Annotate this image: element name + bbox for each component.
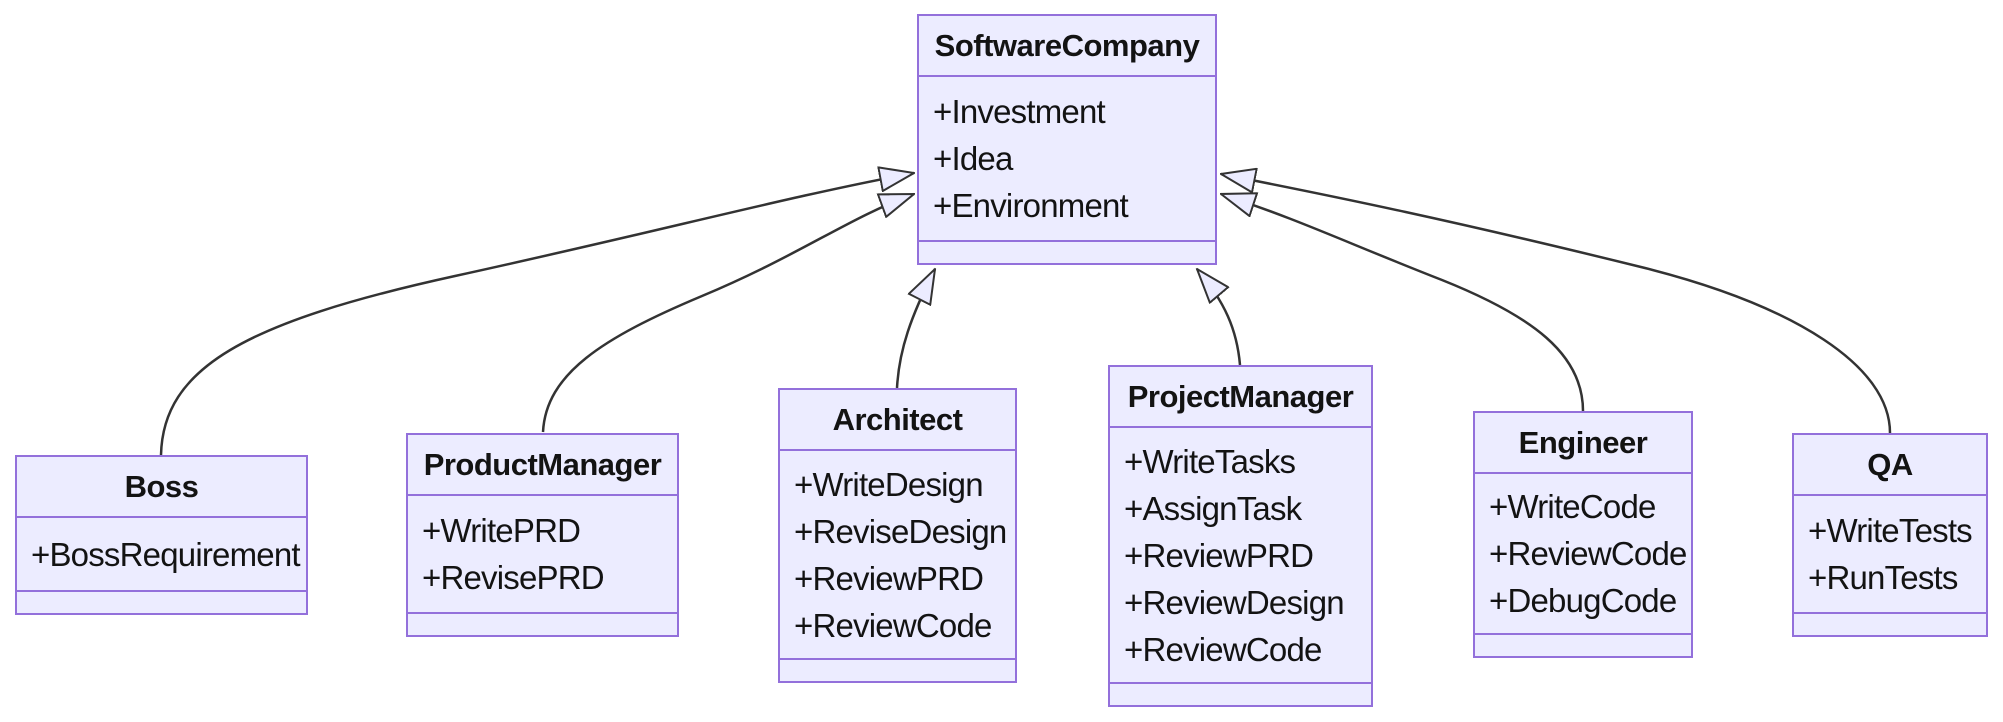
class-attribute: +AssignTask (1124, 489, 1302, 527)
class-boss: Boss +BossRequirement (15, 455, 308, 615)
edge-boss-to-softwarecompany (159, 173, 914, 456)
class-methods-empty (408, 612, 677, 635)
class-projectmanager: ProjectManager +WriteTasks +AssignTask +… (1108, 365, 1373, 707)
class-attribute: +ReviewPRD (1124, 536, 1314, 574)
class-title: Architect (780, 390, 1015, 451)
class-title: QA (1794, 435, 1986, 496)
class-methods-empty (1110, 682, 1371, 705)
class-attribute: +WritePRD (422, 512, 581, 549)
class-attribute: +ReviseDesign (794, 512, 1007, 550)
class-title: ProjectManager (1110, 367, 1371, 428)
edge-architect-to-softwarecompany (895, 269, 935, 389)
edge-projectmanager-to-softwarecompany (1197, 269, 1242, 366)
edge-productmanager-to-softwarecompany (541, 192, 914, 433)
class-attribute: +ReviewPRD (794, 559, 984, 597)
edge-qa-to-softwarecompany (1221, 174, 1892, 434)
class-attribute: +Idea (933, 140, 1013, 177)
class-title: Boss (17, 457, 306, 518)
class-attribute: +WriteTests (1808, 512, 1973, 549)
edge-engineer-to-softwarecompany (1221, 194, 1585, 412)
class-attribute: +RevisePRD (422, 559, 605, 596)
class-attributes: +WritePRD +RevisePRD (408, 496, 677, 612)
class-qa: QA +WriteTests +RunTests (1792, 433, 1988, 637)
class-softwarecompany: SoftwareCompany +Investment +Idea +Envir… (917, 14, 1217, 265)
class-attribute: +ReviewCode (794, 606, 992, 644)
class-attributes: +WriteCode +ReviewCode +DebugCode (1475, 474, 1691, 633)
class-methods-empty (780, 658, 1015, 681)
class-productmanager: ProductManager +WritePRD +RevisePRD (406, 433, 679, 637)
class-attributes: +Investment +Idea +Environment (919, 77, 1215, 240)
class-title: SoftwareCompany (919, 16, 1215, 77)
class-attributes: +WriteTasks +AssignTask +ReviewPRD +Revi… (1110, 428, 1371, 682)
class-attribute: +BossRequirement (31, 535, 301, 573)
class-architect: Architect +WriteDesign +ReviseDesign +Re… (778, 388, 1017, 683)
class-methods-empty (17, 590, 306, 613)
class-attributes: +WriteTests +RunTests (1794, 496, 1986, 612)
class-attribute: +RunTests (1808, 559, 1958, 596)
class-attribute: +ReviewCode (1124, 630, 1322, 668)
class-attribute: +ReviewCode (1489, 535, 1687, 572)
class-methods-empty (919, 240, 1215, 263)
class-attribute: +WriteDesign (794, 465, 984, 503)
class-attributes: +BossRequirement (17, 518, 306, 590)
class-methods-empty (1794, 612, 1986, 635)
class-attribute: +Investment (933, 93, 1106, 130)
class-attribute: +ReviewDesign (1124, 583, 1345, 621)
class-attribute: +WriteCode (1489, 488, 1656, 525)
class-attribute: +Environment (933, 187, 1129, 224)
class-engineer: Engineer +WriteCode +ReviewCode +DebugCo… (1473, 411, 1693, 658)
class-attribute: +DebugCode (1489, 582, 1677, 619)
class-methods-empty (1475, 633, 1691, 656)
class-attributes: +WriteDesign +ReviseDesign +ReviewPRD +R… (780, 451, 1015, 658)
class-title: Engineer (1475, 413, 1691, 474)
class-attribute: +WriteTasks (1124, 442, 1296, 480)
class-title: ProductManager (408, 435, 677, 496)
